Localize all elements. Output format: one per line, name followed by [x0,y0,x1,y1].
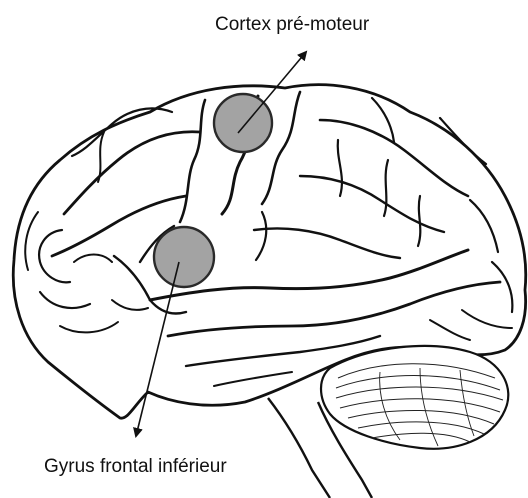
inferior-frontal-gyrus-label: Gyrus frontal inférieur [44,457,227,476]
inferior-frontal-gyrus-region [154,227,214,287]
cerebellum [321,346,508,449]
premotor-cortex-label: Cortex pré-moteur [215,15,369,34]
